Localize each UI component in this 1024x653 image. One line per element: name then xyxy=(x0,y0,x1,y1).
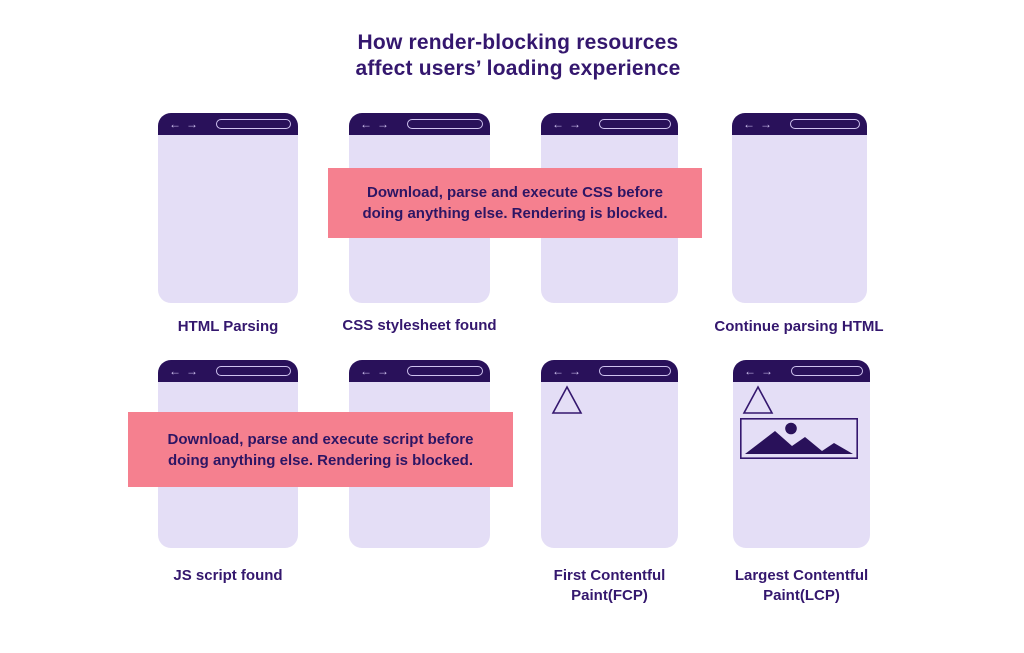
back-arrow-icon: ← xyxy=(360,364,372,378)
callout-js-blocking: Download, parse and execute script befor… xyxy=(128,412,513,487)
forward-arrow-icon: → xyxy=(186,364,198,378)
label-css-found: CSS stylesheet found xyxy=(342,317,497,334)
forward-arrow-icon: → xyxy=(377,117,389,131)
triangle-icon xyxy=(551,385,583,414)
url-bar xyxy=(216,366,291,376)
browser-toolbar: ← → xyxy=(349,360,490,382)
forward-arrow-icon: → xyxy=(569,364,581,378)
window-html-parsing: ← → xyxy=(158,113,298,303)
url-bar xyxy=(407,366,483,376)
forward-arrow-icon: → xyxy=(760,117,772,131)
image-icon xyxy=(740,418,858,459)
callout-js-line-1: Download, parse and execute script befor… xyxy=(167,430,474,448)
browser-viewport xyxy=(732,135,867,303)
url-bar xyxy=(216,119,291,129)
url-bar xyxy=(407,119,483,129)
back-arrow-icon: ← xyxy=(169,364,181,378)
forward-arrow-icon: → xyxy=(761,364,773,378)
browser-toolbar: ← → xyxy=(349,113,490,135)
back-arrow-icon: ← xyxy=(743,117,755,131)
page-title: How render-blocking resources affect use… xyxy=(6,30,1024,82)
forward-arrow-icon: → xyxy=(186,117,198,131)
browser-toolbar: ← → xyxy=(541,360,678,382)
title-line-1: How render-blocking resources xyxy=(357,31,679,54)
label-html-parsing: HTML Parsing xyxy=(177,318,279,335)
label-continue-parsing: Continue parsing HTML xyxy=(714,318,884,335)
url-bar xyxy=(790,119,860,129)
back-arrow-icon: ← xyxy=(552,117,564,131)
callout-css-line-1: Download, parse and execute CSS before xyxy=(367,184,663,201)
triangle-icon xyxy=(742,385,774,414)
callout-js-line-2: doing anything else. Rendering is blocke… xyxy=(167,451,474,469)
label-fcp: First Contentful Paint(FCP) xyxy=(553,567,666,604)
browser-viewport xyxy=(158,135,298,303)
browser-toolbar: ← → xyxy=(541,113,678,135)
back-arrow-icon: ← xyxy=(169,117,181,131)
label-lcp: Largest Contentful Paint(LCP) xyxy=(734,567,869,604)
back-arrow-icon: ← xyxy=(744,364,756,378)
back-arrow-icon: ← xyxy=(552,364,564,378)
back-arrow-icon: ← xyxy=(360,117,372,131)
window-lcp: ← → xyxy=(733,360,870,548)
url-bar xyxy=(599,366,671,376)
browser-viewport xyxy=(733,382,870,548)
title-line-2: affect users’ loading experience xyxy=(355,57,681,80)
window-continue-parsing: ← → xyxy=(732,113,867,303)
url-bar xyxy=(599,119,671,129)
browser-viewport xyxy=(541,382,678,548)
browser-toolbar: ← → xyxy=(158,360,298,382)
forward-arrow-icon: → xyxy=(377,364,389,378)
label-js-found: JS script found xyxy=(173,567,283,584)
window-fcp: ← → xyxy=(541,360,678,548)
url-bar xyxy=(791,366,863,376)
forward-arrow-icon: → xyxy=(569,117,581,131)
callout-css-blocking: Download, parse and execute CSS before d… xyxy=(328,168,702,238)
callout-css-line-2: doing anything else. Rendering is blocke… xyxy=(362,205,668,222)
browser-toolbar: ← → xyxy=(733,360,870,382)
browser-toolbar: ← → xyxy=(732,113,867,135)
browser-toolbar: ← → xyxy=(158,113,298,135)
